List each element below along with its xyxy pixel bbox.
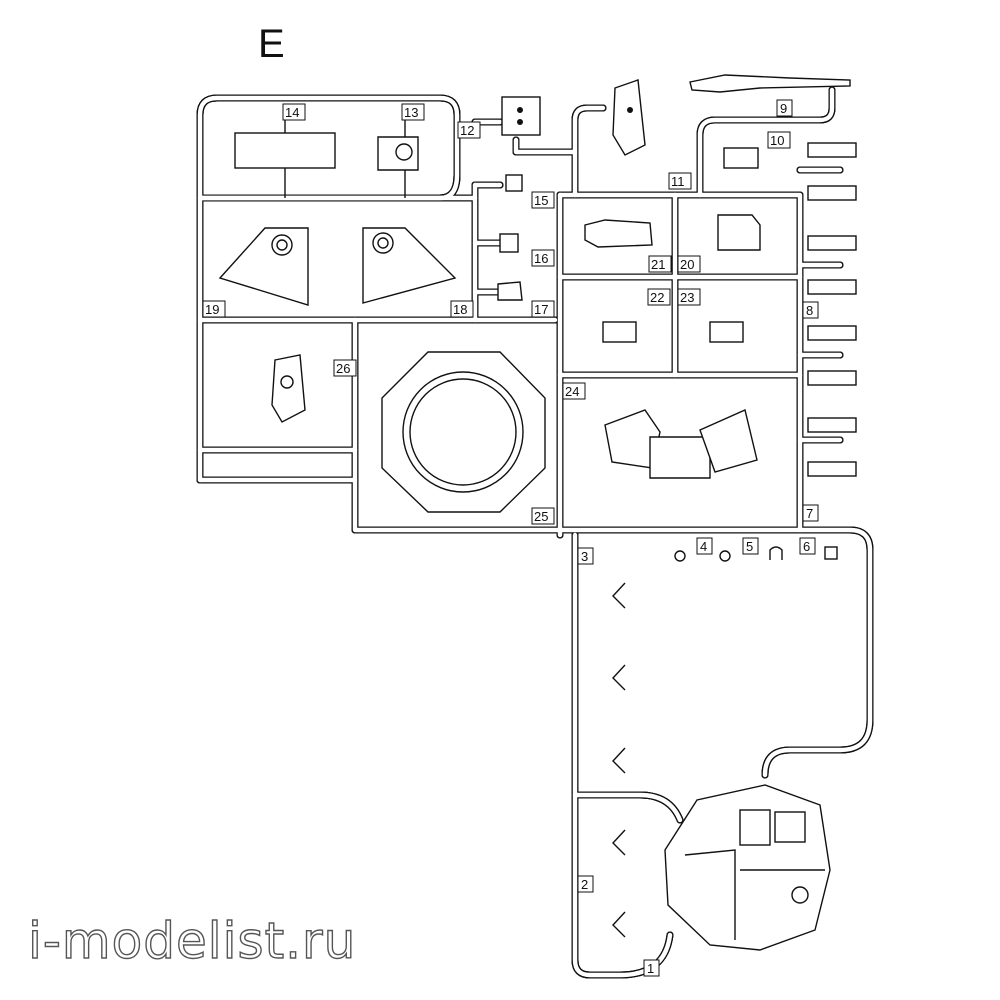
svg-text:26: 26 (336, 361, 350, 376)
svg-text:21: 21 (651, 257, 665, 272)
part-turret-ring-25 (381, 351, 546, 513)
part-turret-roof-1 (664, 784, 831, 951)
tag-13: 13 (401, 103, 425, 121)
part-20 (717, 214, 761, 251)
svg-text:17: 17 (534, 302, 548, 317)
svg-text:8: 8 (806, 303, 813, 318)
svg-text:15: 15 (534, 193, 548, 208)
svg-text:5: 5 (746, 539, 753, 554)
tag-9: 9 (776, 99, 793, 117)
tag-24: 24 (562, 382, 586, 400)
svg-text:13: 13 (404, 105, 418, 120)
svg-text:1: 1 (647, 961, 654, 976)
tag-7: 7 (802, 504, 819, 522)
sprue-letter: E (258, 22, 285, 66)
part-small-12 (501, 96, 541, 136)
tag-22: 22 (647, 288, 671, 306)
part-24 (604, 409, 758, 479)
part-side-plate-19 (218, 227, 309, 306)
tag-8: 8 (802, 301, 819, 319)
tag-2: 2 (577, 875, 594, 893)
tag-1: 1 (643, 959, 660, 977)
svg-text:7: 7 (806, 506, 813, 521)
tag-3: 3 (577, 547, 594, 565)
part-small-16 (499, 233, 519, 253)
parts-4-6-small (674, 546, 838, 562)
part-23 (709, 321, 744, 343)
tag-4: 4 (696, 537, 713, 555)
svg-text:22: 22 (650, 290, 664, 305)
part-machine-gun (689, 74, 851, 93)
tag-5: 5 (742, 537, 759, 555)
tag-20: 20 (677, 255, 701, 273)
tag-25: 25 (531, 507, 555, 525)
tag-10: 10 (767, 131, 791, 149)
part-number-tags: 1 2 3 4 5 6 7 8 9 10 11 12 13 14 15 16 1… (202, 99, 819, 977)
part-10 (723, 147, 759, 169)
part-21 (584, 219, 653, 248)
tag-6: 6 (799, 537, 816, 555)
svg-text:20: 20 (680, 257, 694, 272)
svg-text:6: 6 (803, 539, 810, 554)
tag-16: 16 (531, 249, 555, 267)
tag-18: 18 (450, 300, 474, 318)
part-side-plate-18 (362, 227, 457, 304)
svg-text:11: 11 (671, 174, 685, 189)
svg-text:10: 10 (770, 133, 784, 148)
svg-text:24: 24 (565, 384, 579, 399)
watermark: i-modelist.ru (27, 911, 357, 970)
svg-text:9: 9 (780, 101, 787, 116)
svg-text:12: 12 (460, 123, 474, 138)
part-small-15 (505, 174, 523, 192)
svg-text:25: 25 (534, 509, 548, 524)
part-hatch-26 (271, 354, 306, 423)
part-small-17 (497, 281, 523, 301)
tag-19: 19 (202, 300, 226, 318)
svg-text:16: 16 (534, 251, 548, 266)
part-22 (602, 321, 637, 343)
svg-text:2: 2 (581, 877, 588, 892)
svg-text:23: 23 (680, 290, 694, 305)
tag-23: 23 (677, 288, 701, 306)
svg-text:4: 4 (700, 539, 707, 554)
tag-26: 26 (333, 359, 357, 377)
part-bracket-top (612, 79, 646, 156)
tag-17: 17 (531, 300, 555, 318)
svg-text:3: 3 (581, 549, 588, 564)
svg-text:19: 19 (205, 302, 219, 317)
svg-text:18: 18 (453, 302, 467, 317)
tag-21: 21 (648, 255, 672, 273)
part-8-column (807, 142, 857, 477)
tag-12: 12 (457, 121, 481, 139)
part-plate-14 (234, 105, 336, 198)
parts-3-2-chevrons (612, 582, 626, 938)
part-bracket-13 (377, 105, 419, 198)
tag-11: 11 (668, 172, 692, 190)
tag-15: 15 (531, 191, 555, 209)
tag-14: 14 (282, 103, 306, 121)
svg-text:14: 14 (285, 105, 299, 120)
